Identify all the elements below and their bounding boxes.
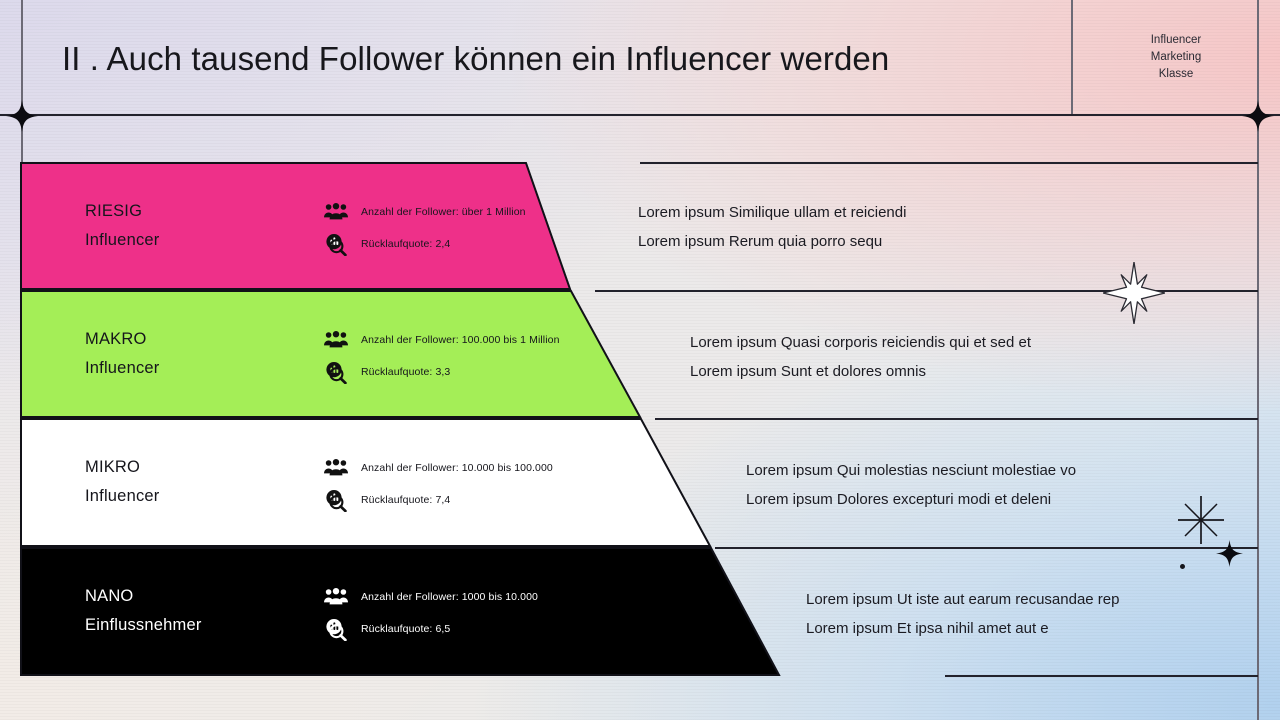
description-nano: Lorem ipsum Ut iste aut earum recusandae… (806, 586, 1119, 643)
decorative-dot (1180, 564, 1185, 569)
people-group-icon (321, 329, 351, 351)
tier-stats-mikro: Anzahl der Follower: 10.000 bis 100.000 … (321, 453, 553, 517)
stat-rate: Rücklaufquote: 2,4 (321, 229, 526, 258)
four-point-star-icon-small (1216, 540, 1243, 572)
guide-line-brand-vertical (1071, 0, 1073, 115)
description-line-2: Lorem ipsum Dolores excepturi modi et de… (746, 490, 1052, 508)
tier-role: Influencer (85, 231, 160, 249)
tier-name: NANO (85, 587, 134, 605)
tier-label-nano: NANO Einflussnehmer (85, 582, 202, 640)
band-shape-mikro (20, 418, 712, 547)
people-group-icon (321, 457, 351, 479)
guide-line-left-vertical (21, 0, 23, 163)
stat-rate: Rücklaufquote: 3,3 (321, 357, 560, 386)
description-mikro: Lorem ipsum Qui molestias nesciunt moles… (746, 457, 1076, 514)
guide-line-bottom-horizontal (945, 675, 1258, 677)
tier-label-mikro: MIKRO Influencer (85, 453, 159, 511)
stat-rate-text: Rücklaufquote: 3,3 (361, 365, 451, 378)
stat-followers-text: Anzahl der Follower: 100.000 bis 1 Milli… (361, 333, 560, 346)
eight-point-starburst-icon (1102, 261, 1166, 329)
chart-magnifier-icon (321, 233, 351, 256)
stat-rate: Rücklaufquote: 7,4 (321, 485, 553, 514)
description-riesig: Lorem ipsum Similique ullam et reiciendi… (638, 199, 906, 256)
tier-role: Einflussnehmer (85, 616, 202, 634)
stat-rate-text: Rücklaufquote: 2,4 (361, 237, 451, 250)
guide-line-header-horizontal (0, 114, 1280, 116)
description-line-2: Lorem ipsum Rerum quia porro sequ (638, 232, 883, 250)
sparkle-rays-icon (1178, 496, 1224, 549)
chart-magnifier-icon (321, 618, 351, 641)
four-point-star-icon-right (1242, 100, 1274, 137)
chart-magnifier-icon (321, 361, 351, 384)
stat-rate: Rücklaufquote: 6,5 (321, 614, 538, 643)
guide-line-row3-horizontal (655, 418, 1258, 420)
stat-followers: Anzahl der Follower: 10.000 bis 100.000 (321, 453, 553, 482)
tier-name: MAKRO (85, 330, 147, 348)
tier-name: RIESIG (85, 202, 143, 220)
brand-line-2: Marketing (1150, 51, 1202, 63)
stat-followers: Anzahl der Follower: 1000 bis 10.000 (321, 582, 538, 611)
stat-followers: Anzahl der Follower: über 1 Million (321, 197, 526, 226)
stat-rate-text: Rücklaufquote: 6,5 (361, 622, 451, 635)
tier-label-makro: MAKRO Influencer (85, 325, 159, 383)
brand-label: Influencer Marketing Klasse (1072, 0, 1280, 115)
guide-line-row1-horizontal (640, 162, 1258, 164)
guide-line-row2-horizontal (595, 290, 1258, 292)
tier-role: Influencer (85, 487, 160, 505)
people-group-icon (321, 586, 351, 608)
description-line-1: Lorem ipsum Quasi corporis reiciendis qu… (690, 334, 1031, 351)
stat-followers-text: Anzahl der Follower: über 1 Million (361, 205, 526, 218)
page-title: II . Auch tausend Follower können ein In… (62, 40, 890, 77)
description-line-2: Lorem ipsum Et ipsa nihil amet aut e (806, 619, 1049, 637)
people-group-icon (321, 201, 351, 223)
band-shape-makro (20, 290, 642, 418)
description-line-1: Lorem ipsum Qui molestias nesciunt moles… (746, 462, 1077, 479)
band-shape-nano (20, 547, 781, 676)
stat-followers-text: Anzahl der Follower: 1000 bis 10.000 (361, 590, 538, 603)
tier-role: Influencer (85, 359, 160, 377)
brand-line-1: Influencer (1150, 34, 1202, 46)
description-makro: Lorem ipsum Quasi corporis reiciendis qu… (690, 329, 1031, 386)
guide-line-right-vertical (1257, 0, 1259, 720)
tier-stats-riesig: Anzahl der Follower: über 1 Million Rück… (321, 197, 526, 261)
tier-stats-makro: Anzahl der Follower: 100.000 bis 1 Milli… (321, 325, 560, 389)
brand-line-3: Klasse (1158, 68, 1194, 80)
tier-stats-nano: Anzahl der Follower: 1000 bis 10.000 Rüc… (321, 582, 538, 646)
four-point-star-icon-left (6, 100, 38, 137)
description-line-2: Lorem ipsum Sunt et dolores omnis (690, 362, 926, 380)
stat-followers: Anzahl der Follower: 100.000 bis 1 Milli… (321, 325, 560, 354)
description-line-1: Lorem ipsum Ut iste aut earum recusandae… (806, 591, 1120, 608)
stat-followers-text: Anzahl der Follower: 10.000 bis 100.000 (361, 461, 553, 474)
tier-name: MIKRO (85, 458, 141, 476)
stat-rate-text: Rücklaufquote: 7,4 (361, 493, 451, 506)
band-shape-riesig (20, 162, 572, 290)
description-line-1: Lorem ipsum Similique ullam et reiciendi (638, 204, 907, 221)
chart-magnifier-icon (321, 489, 351, 512)
tier-label-riesig: RIESIG Influencer (85, 197, 159, 255)
guide-line-row4-horizontal (715, 547, 1258, 549)
